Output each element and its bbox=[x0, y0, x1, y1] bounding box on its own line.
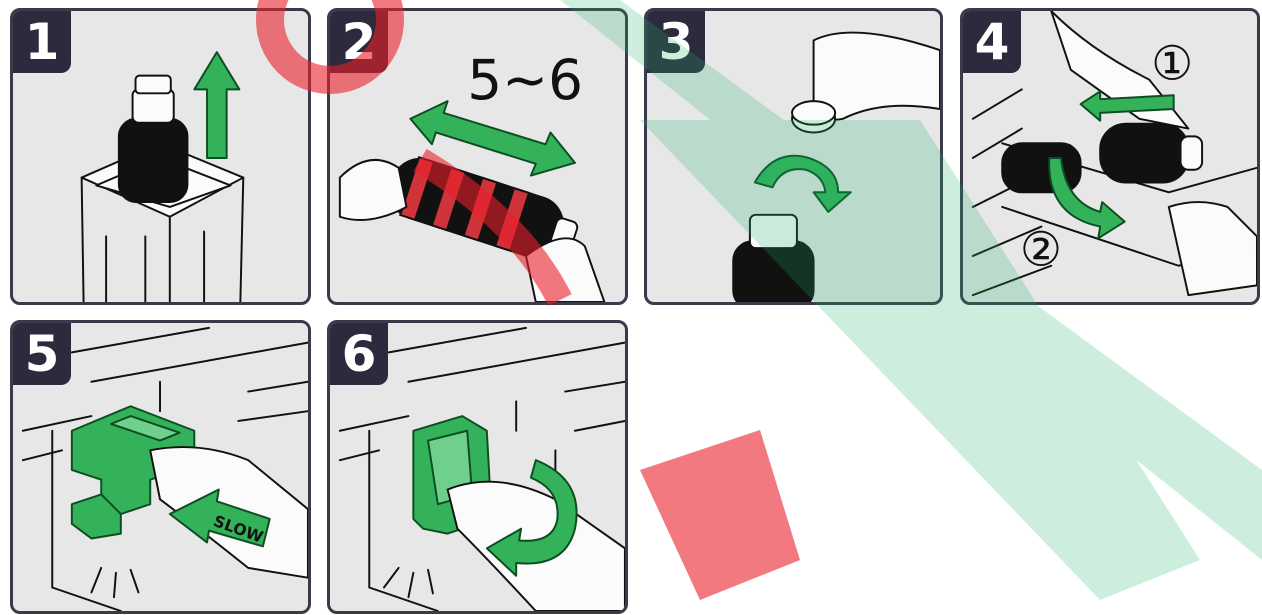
step-5-panel: 5 SLOW bbox=[10, 320, 311, 614]
step-number-badge: 2 bbox=[330, 11, 388, 73]
twist-arrow-icon bbox=[755, 156, 851, 212]
step-1-panel: 1 bbox=[10, 8, 311, 305]
shake-count-label: 5~6 bbox=[467, 48, 583, 112]
order-first-label: ① bbox=[1151, 37, 1193, 92]
step-6-panel: 6 bbox=[327, 320, 628, 614]
step-4-panel: 4 ① ② bbox=[960, 8, 1260, 305]
up-arrow-icon bbox=[194, 52, 239, 158]
step-2-panel: 2 5~6 bbox=[327, 8, 628, 305]
step-number-badge: 3 bbox=[647, 11, 705, 73]
step-number-badge: 5 bbox=[13, 323, 71, 385]
step-3-panel: 3 bbox=[644, 8, 943, 305]
step-number-badge: 1 bbox=[13, 11, 71, 73]
order-second-label: ② bbox=[1020, 223, 1062, 278]
step-number-badge: 6 bbox=[330, 323, 388, 385]
step-number-badge: 4 bbox=[963, 11, 1021, 73]
